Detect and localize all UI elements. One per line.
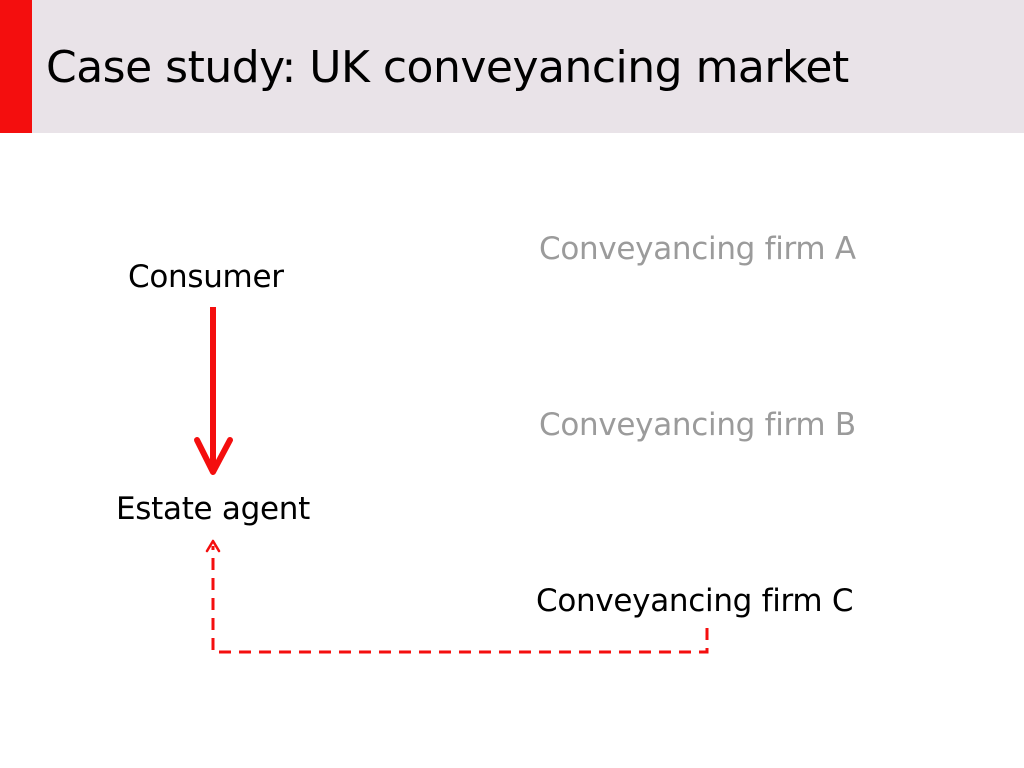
title-accent-stripe: [0, 0, 32, 133]
node-conveyancing-firm-b: Conveyancing firm B: [539, 407, 856, 443]
node-conveyancing-firm-c: Conveyancing firm C: [536, 583, 854, 619]
title-bar: Case study: UK conveyancing market: [0, 0, 1024, 133]
node-consumer: Consumer: [128, 259, 284, 295]
dashed-arrow-head: [205, 539, 221, 553]
arrow-head: [194, 437, 233, 475]
slide-title: Case study: UK conveyancing market: [46, 42, 849, 93]
node-estate-agent: Estate agent: [116, 491, 310, 527]
node-conveyancing-firm-a: Conveyancing firm A: [539, 231, 856, 267]
arrow-consumer-to-estate-agent: [194, 307, 233, 475]
